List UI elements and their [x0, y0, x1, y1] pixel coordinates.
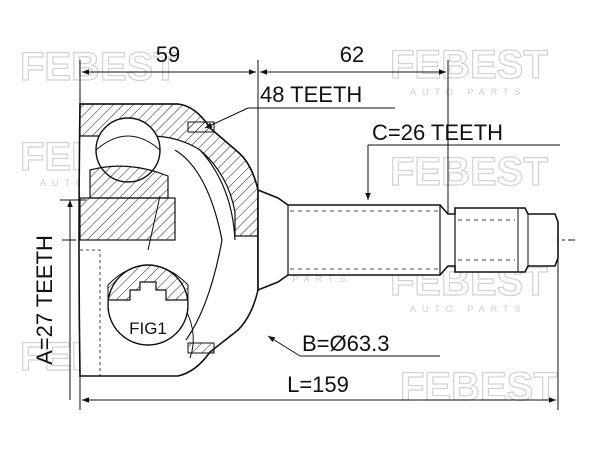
watermark-brand: FEBEST — [20, 45, 178, 89]
label-outer-teeth: 48 TEETH — [260, 82, 362, 107]
watermark-brand: FEBEST — [390, 43, 548, 87]
watermark-brand: FEBEST — [390, 150, 548, 194]
dim-label-62: 62 — [340, 42, 364, 67]
fig1-label: FIG1 — [129, 319, 167, 338]
label-diameter: B=Ø63.3 — [302, 331, 389, 356]
label-shaft-teeth: C=26 TEETH — [372, 120, 503, 145]
label-inner-teeth: A=27 TEETH — [32, 235, 57, 365]
watermark-brand: FEBEST — [400, 365, 558, 409]
watermark-tagline: AUTO PARTS — [410, 87, 527, 97]
fig1-detail: FIG1 — [107, 264, 189, 346]
dim-label-59: 59 — [156, 42, 180, 67]
watermark-tagline: AUTO PARTS — [235, 274, 352, 284]
label-total-length: L=159 — [287, 372, 349, 397]
dimension-lines — [60, 60, 560, 410]
watermark-tagline: AUTO PARTS — [410, 304, 527, 314]
